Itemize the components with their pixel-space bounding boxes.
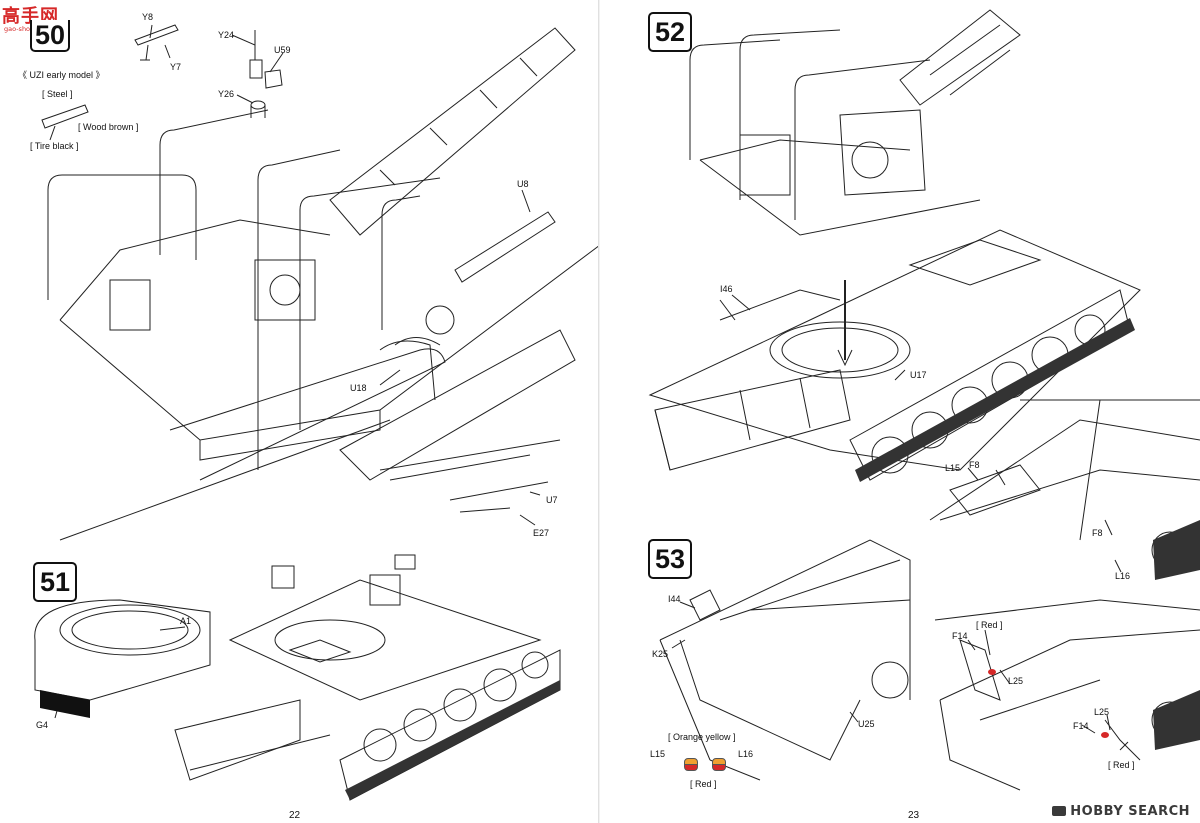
part-label-f14-2: F14 [1073,721,1089,731]
part-label-u8: U8 [517,179,529,189]
part-label-y7: Y7 [170,62,182,72]
part-label-u17: U17 [910,370,927,380]
part-label-y8: Y8 [142,12,154,22]
part-label-e27: E27 [533,528,550,538]
part-label-l15-step52: L15 [945,463,961,473]
hobby-search-text: HOBBY SEARCH [1070,804,1190,819]
assembly-drawing-step-52-53 [648,9,1200,791]
part-label-f14-1: F14 [952,631,968,641]
step-number-53: 53 [648,539,692,579]
page-number-left: 22 [289,810,301,821]
part-label-l25-1: L25 [1008,676,1024,686]
part-label-u59: U59 [274,45,291,55]
instruction-page-left: 高手网 gao-shou.com 50 《 UZI early model 》 … [2,6,600,821]
paint-callout-tire-black: [ Tire black ] [30,141,79,151]
part-label-a1: A1 [180,616,192,626]
step-number-52: 52 [648,12,692,52]
part-label-l16-paint: L16 [738,749,754,759]
paint-callout-wood-brown: [ Wood brown ] [78,122,139,132]
part-label-u18: U18 [350,383,367,393]
uzi-variant-note: 《 UZI early model 》 [18,70,105,80]
red-lens-l16 [712,764,726,771]
part-label-y24: Y24 [218,30,235,40]
part-label-g4: G4 [36,720,49,730]
paint-callout-steel: [ Steel ] [42,89,73,99]
part-label-i44: I44 [668,594,681,604]
watermark-url: gao-shou.com [4,25,51,33]
step-number-50: 50 [30,20,70,52]
red-lens-l15 [684,764,698,771]
part-label-f8-inset: F8 [1092,528,1103,538]
part-label-l15-paint: L15 [650,749,666,759]
paint-callout-red-2: [ Red ] [1108,760,1135,770]
part-label-y26: Y26 [218,89,235,99]
part-label-u25: U25 [858,719,875,729]
part-label-u7: U7 [546,495,558,505]
paint-callout-orange-yellow: [ Orange yellow ] [668,732,736,742]
part-label-f8-step52: F8 [969,460,980,470]
step-number-51: 51 [33,562,77,602]
part-label-l16-inset: L16 [1115,571,1131,581]
hobby-search-watermark: HOBBY SEARCH [1052,804,1190,819]
page-number-right: 23 [908,810,920,821]
part-label-i46: I46 [720,284,733,294]
instruction-page-right: 52 I46 U17 L15 F8 F8 L16 53 I44 K25 U25 … [600,0,1200,823]
assembly-drawing-step-50-51 [34,24,600,801]
part-label-l25-2: L25 [1094,707,1110,717]
paint-callout-red-3: [ Red ] [690,779,717,789]
paint-callout-red-1: [ Red ] [976,620,1003,630]
hobby-search-logo-icon [1052,806,1067,816]
part-label-k25: K25 [652,649,669,659]
